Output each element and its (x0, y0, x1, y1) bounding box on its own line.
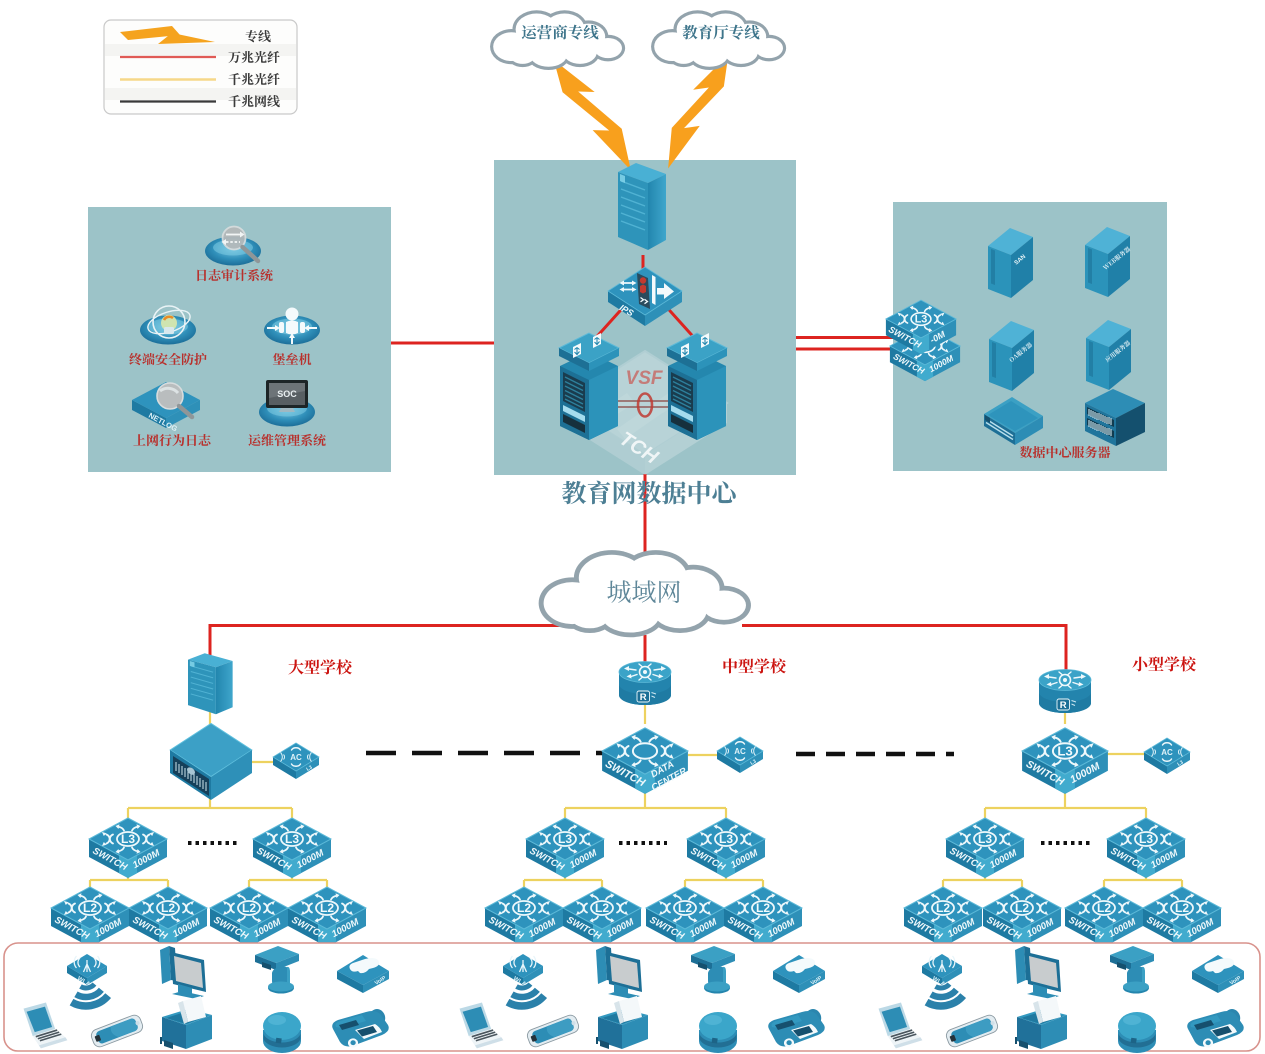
svg-text:VSF: VSF (626, 368, 664, 389)
svg-text:L3: L3 (915, 314, 928, 326)
svg-text:SOC: SOC (277, 389, 297, 399)
